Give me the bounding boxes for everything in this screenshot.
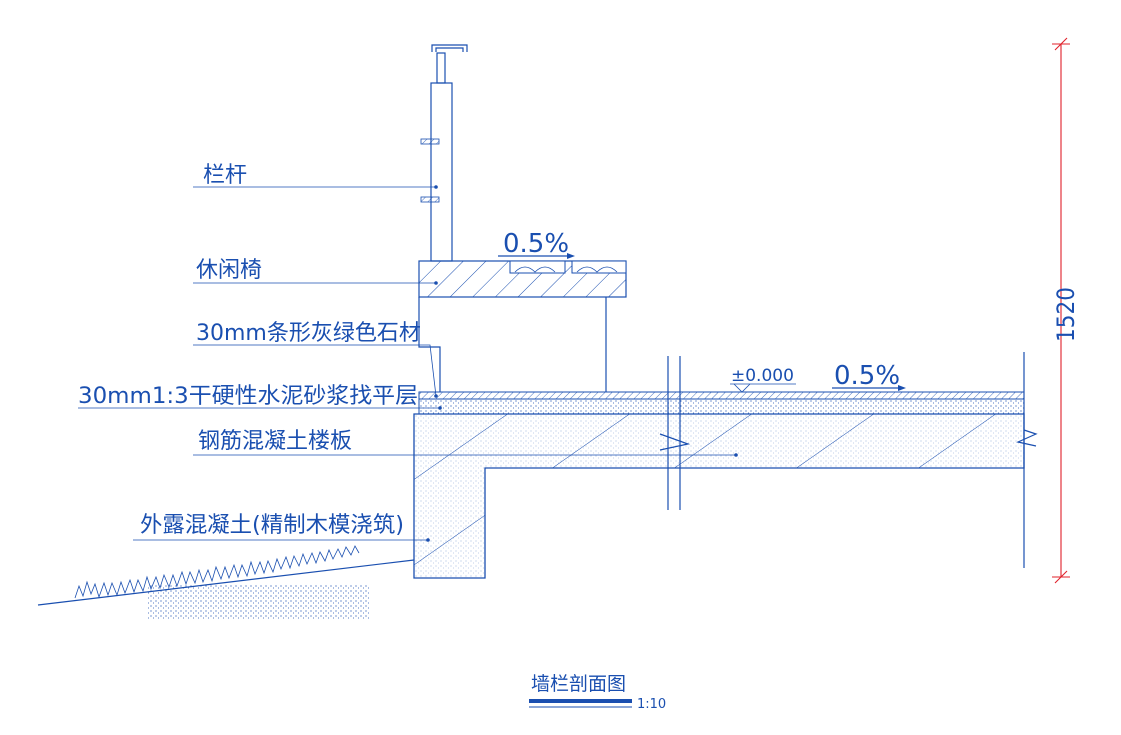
label-exposed-concrete: 外露混凝土(精制木模浇筑) — [140, 513, 404, 538]
bench — [418, 253, 627, 392]
leaders — [78, 185, 738, 542]
scale-text: 1:10 — [637, 697, 666, 712]
floor-layers — [418, 391, 1025, 415]
dimension-text: 1520 — [1052, 287, 1080, 342]
title-text: 墙栏剖面图 — [531, 673, 626, 695]
railing — [420, 44, 468, 262]
floor-slope-text: 0.5% — [834, 361, 900, 391]
label-mortar: 30mm1:3干硬性水泥砂浆找平层 — [78, 384, 418, 409]
drawing-title: 墙栏剖面图 1:10 — [529, 673, 666, 712]
label-railing: 栏杆 — [203, 163, 247, 188]
floor-annotation-marks — [730, 383, 906, 393]
height-dimension: 1520 — [1052, 37, 1080, 584]
ground — [37, 545, 415, 620]
label-stone: 30mm条形灰绿色石材 — [196, 321, 421, 346]
label-slab: 钢筋混凝土楼板 — [198, 429, 352, 454]
concrete-structure — [413, 352, 1038, 579]
elevation-text: ±0.000 — [731, 366, 794, 386]
label-bench: 休闲椅 — [196, 258, 262, 283]
bench-slope-text: 0.5% — [503, 229, 569, 259]
